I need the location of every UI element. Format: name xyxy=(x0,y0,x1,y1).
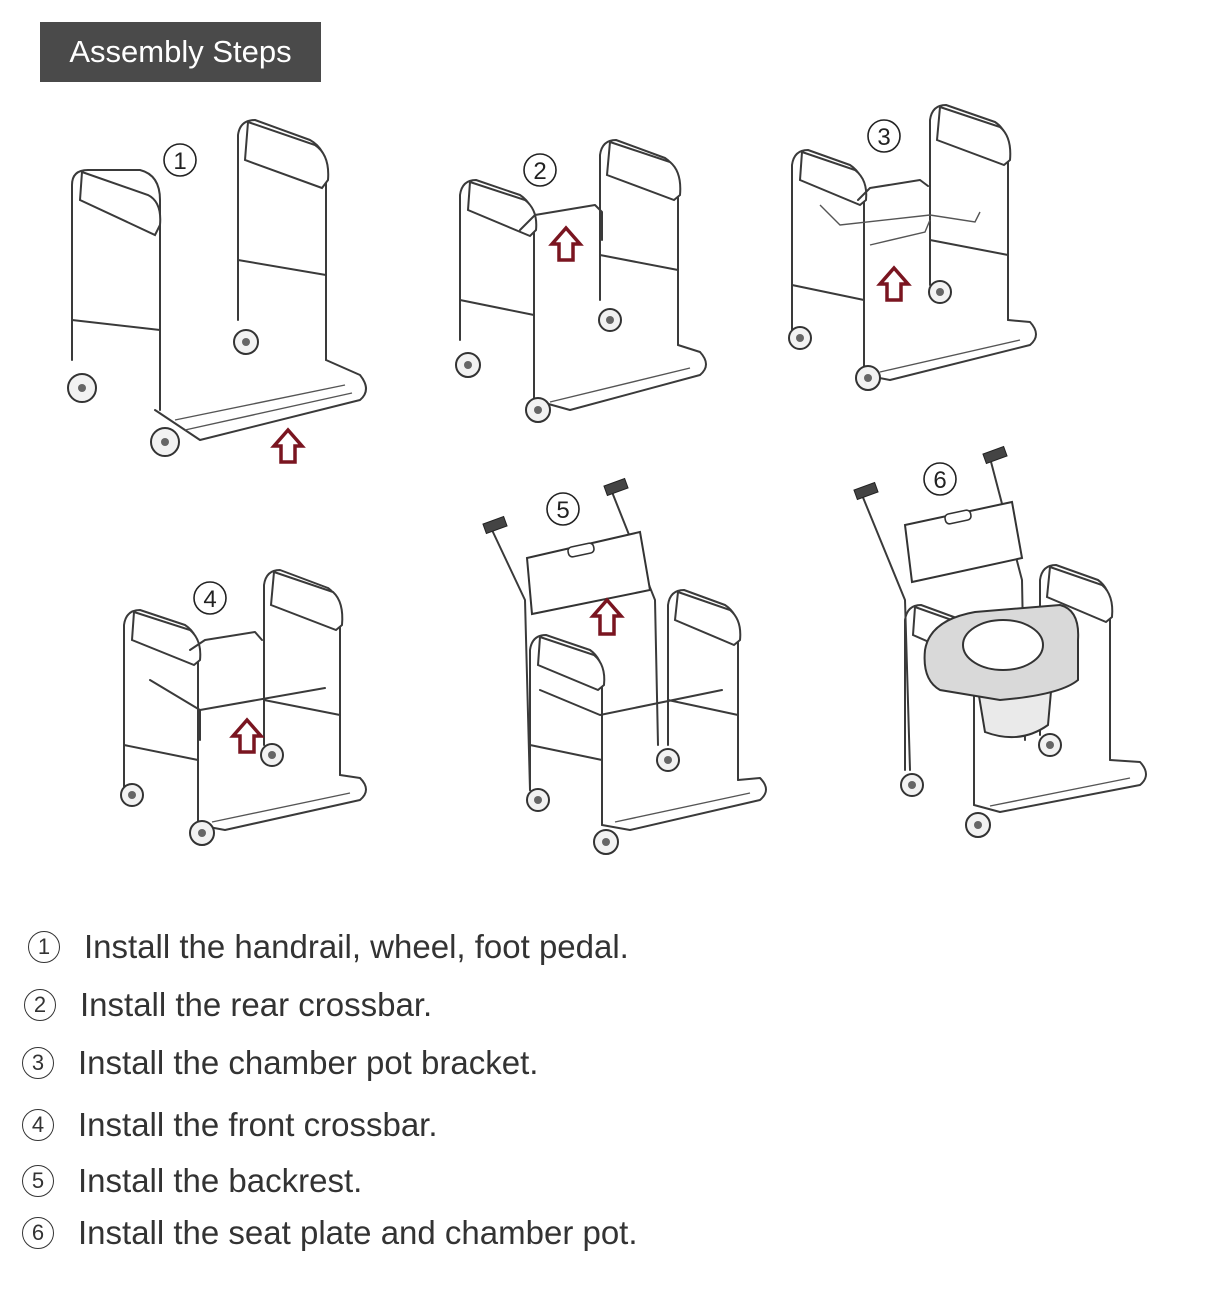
step-item: 2 Install the rear crossbar. xyxy=(24,986,432,1024)
step-number: 6 xyxy=(22,1217,54,1249)
step-number: 1 xyxy=(28,931,60,963)
step-3-illustration: 3 xyxy=(788,104,1037,391)
step-text: Install the chamber pot bracket. xyxy=(78,1044,539,1081)
diagram-label-6: 6 xyxy=(933,467,946,494)
step-number: 2 xyxy=(24,989,56,1021)
diagram-label-1: 1 xyxy=(173,148,186,175)
diagram-label-4: 4 xyxy=(203,586,216,613)
step-1-illustration: 1 xyxy=(67,119,367,464)
step-5-arrow xyxy=(589,597,625,636)
step-item: 3 Install the chamber pot bracket. xyxy=(22,1044,538,1082)
step-text: Install the front crossbar. xyxy=(78,1106,438,1143)
step-item: 1 Install the handrail, wheel, foot peda… xyxy=(28,928,629,966)
step-1-arrow xyxy=(270,427,306,464)
step-number: 5 xyxy=(22,1165,54,1197)
step-number: 3 xyxy=(22,1047,54,1079)
step-text: Install the seat plate and chamber pot. xyxy=(78,1214,638,1251)
diagram-label-3: 3 xyxy=(877,124,890,151)
step-item: 4 Install the front crossbar. xyxy=(22,1106,438,1144)
step-item: 5 Install the backrest. xyxy=(22,1162,362,1200)
step-text: Install the backrest. xyxy=(78,1162,363,1199)
assembly-diagram: 1 2 xyxy=(67,104,1147,855)
step-2-arrow xyxy=(548,225,584,262)
step-3-arrow xyxy=(876,265,912,302)
step-text: Install the rear crossbar. xyxy=(80,986,433,1023)
step-item: 6 Install the seat plate and chamber pot… xyxy=(22,1214,638,1252)
page-title: Assembly Steps xyxy=(40,22,321,82)
step-number: 4 xyxy=(22,1109,54,1141)
step-2-illustration: 2 xyxy=(455,139,707,423)
step-6-illustration: 6 xyxy=(853,445,1147,838)
diagram-label-2: 2 xyxy=(533,158,546,185)
step-4-arrow xyxy=(229,717,265,754)
step-4-illustration: 4 xyxy=(120,569,367,846)
step-text: Install the handrail, wheel, foot pedal. xyxy=(84,928,629,965)
diagram-label-5: 5 xyxy=(556,497,569,524)
step-5-illustration: 5 xyxy=(482,477,767,855)
